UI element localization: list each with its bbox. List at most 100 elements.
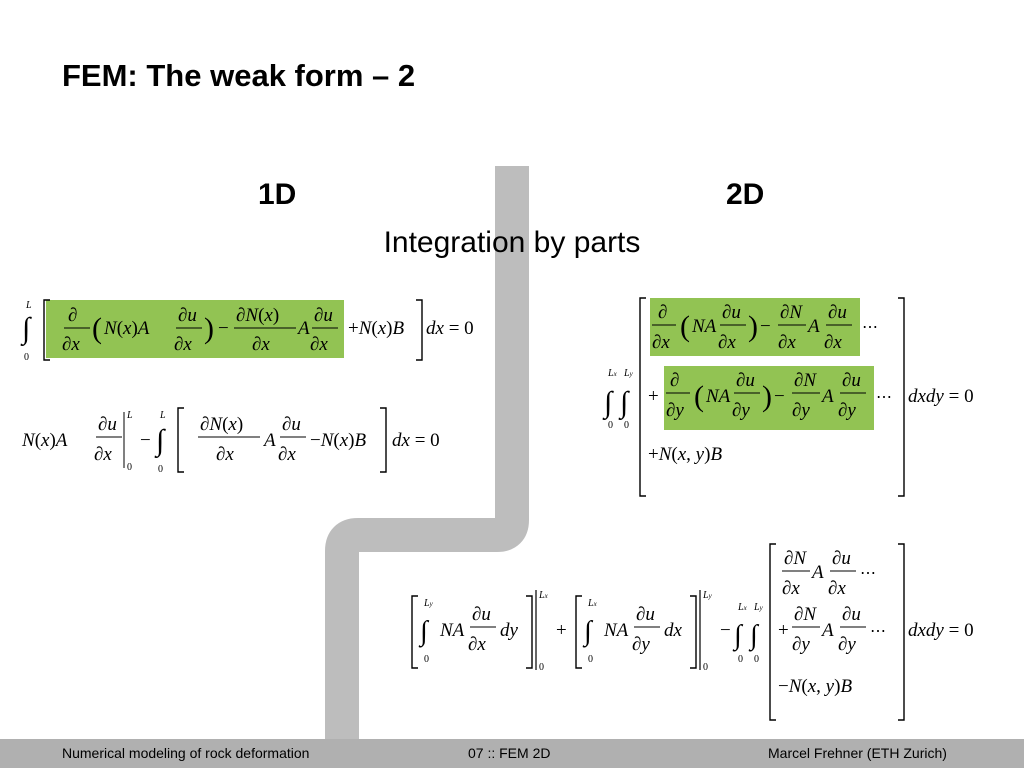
slide-title: FEM: The weak form – 2 xyxy=(62,58,416,93)
svg-text:∂N: ∂N xyxy=(794,370,817,391)
svg-text:∂y: ∂y xyxy=(838,400,856,421)
svg-text:∂x: ∂x xyxy=(278,444,296,465)
svg-text:⋯: ⋯ xyxy=(862,319,878,336)
svg-text:∂u: ∂u xyxy=(722,302,741,323)
svg-text:0: 0 xyxy=(24,352,29,363)
footer-lecture: 07 :: FEM 2D xyxy=(468,745,551,761)
svg-text:−N(x)B: −N(x)B xyxy=(310,430,367,451)
svg-text:Ly: Ly xyxy=(753,602,764,613)
svg-text:N(x)A: N(x)A xyxy=(103,318,150,339)
svg-text:∫: ∫ xyxy=(154,424,166,459)
svg-text:∂u: ∂u xyxy=(842,370,861,391)
equation-1d-integrated: N(x)A ∂u ∂x L 0 − ∫ L 0 ∂N(x) ∂x A ∂u ∂x… xyxy=(21,407,440,475)
svg-text:∂x: ∂x xyxy=(216,444,234,465)
svg-text:0: 0 xyxy=(158,464,163,475)
svg-text:): ) xyxy=(762,380,772,413)
svg-text:⋯: ⋯ xyxy=(876,389,892,406)
svg-text:N(x)A: N(x)A xyxy=(21,430,68,451)
svg-text:∂u: ∂u xyxy=(828,302,847,323)
svg-text:∫: ∫ xyxy=(618,386,630,421)
svg-text:−: − xyxy=(760,316,771,337)
footer-bar: Numerical modeling of rock deformation 0… xyxy=(0,739,1024,768)
svg-text:∂u: ∂u xyxy=(736,370,755,391)
svg-text:dx: dx xyxy=(664,620,683,641)
svg-text:−: − xyxy=(218,318,229,339)
svg-text:−: − xyxy=(140,430,151,451)
svg-text:∫: ∫ xyxy=(732,620,744,652)
svg-text:(: ( xyxy=(680,310,690,343)
svg-text:∂u: ∂u xyxy=(636,604,655,625)
svg-text:∂N(x): ∂N(x) xyxy=(200,414,243,435)
svg-text:∂y: ∂y xyxy=(632,634,650,655)
svg-text:⋯: ⋯ xyxy=(870,623,886,640)
svg-text:L: L xyxy=(159,410,166,421)
svg-text:∂x: ∂x xyxy=(94,444,112,465)
svg-text:0: 0 xyxy=(738,654,743,665)
svg-text:∂u: ∂u xyxy=(178,305,197,326)
svg-text:∂u: ∂u xyxy=(472,604,491,625)
svg-text:NA: NA xyxy=(705,386,731,407)
svg-text:∂u: ∂u xyxy=(314,305,333,326)
svg-text:∂x: ∂x xyxy=(310,334,328,355)
svg-text:A: A xyxy=(810,562,824,583)
svg-text:A: A xyxy=(820,620,834,641)
svg-text:0: 0 xyxy=(703,662,708,673)
svg-text:0: 0 xyxy=(588,654,593,665)
svg-text:∂x: ∂x xyxy=(174,334,192,355)
svg-text:NA: NA xyxy=(439,620,465,641)
svg-text:Ly: Ly xyxy=(623,368,634,379)
svg-text:NA: NA xyxy=(603,620,629,641)
svg-text:∂N: ∂N xyxy=(794,604,817,625)
equation-2d-weak-form: ∫ ∫ Lx Ly 0 0 ∂ ∂x ( NA ∂u ∂x ) − ∂N ∂x … xyxy=(602,297,974,497)
svg-text:Lx: Lx xyxy=(607,368,618,379)
subtitle: Integration by parts xyxy=(383,226,641,259)
svg-text:dy: dy xyxy=(500,620,519,641)
svg-text:+: + xyxy=(778,620,789,641)
footer-author: Marcel Frehner (ETH Zurich) xyxy=(768,745,947,761)
svg-text:∂x: ∂x xyxy=(828,578,846,599)
svg-text:A: A xyxy=(820,386,834,407)
svg-text:∂x: ∂x xyxy=(778,332,796,353)
svg-text:∂x: ∂x xyxy=(62,334,80,355)
svg-text:∫: ∫ xyxy=(582,616,594,648)
svg-text:∂u: ∂u xyxy=(842,604,861,625)
svg-text:(: ( xyxy=(694,380,704,413)
svg-text:+: + xyxy=(648,386,659,407)
svg-text:∫: ∫ xyxy=(20,312,32,347)
svg-text:A: A xyxy=(296,318,310,339)
svg-text:∫: ∫ xyxy=(748,620,760,652)
svg-text:0: 0 xyxy=(127,462,132,473)
svg-text:∂x: ∂x xyxy=(468,634,486,655)
svg-text:Ly: Ly xyxy=(423,598,434,609)
svg-text:∂: ∂ xyxy=(658,302,667,323)
footer-course: Numerical modeling of rock deformation xyxy=(62,745,310,761)
svg-text:+N(x)B: +N(x)B xyxy=(348,318,405,339)
svg-text:0: 0 xyxy=(608,420,613,431)
svg-text:∂x: ∂x xyxy=(252,334,270,355)
svg-text:∂y: ∂y xyxy=(792,634,810,655)
svg-text:∂: ∂ xyxy=(670,370,679,391)
svg-text:∂x: ∂x xyxy=(824,332,842,353)
svg-text:0: 0 xyxy=(624,420,629,431)
svg-text:0: 0 xyxy=(424,654,429,665)
svg-text:dxdy = 0: dxdy = 0 xyxy=(908,386,974,407)
svg-text:): ) xyxy=(748,310,758,343)
svg-text:Lx: Lx xyxy=(737,602,748,613)
equation-2d-integrated: ∫ Ly 0 NA ∂u ∂x dy Lx 0 + ∫ Lx 0 NA ∂u ∂… xyxy=(411,543,974,721)
svg-text:A: A xyxy=(262,430,276,451)
svg-text:∂u: ∂u xyxy=(832,548,851,569)
svg-text:): ) xyxy=(204,312,214,345)
svg-text:∂u: ∂u xyxy=(98,414,117,435)
svg-text:∂u: ∂u xyxy=(282,414,301,435)
svg-text:∂N(x): ∂N(x) xyxy=(236,305,279,326)
svg-text:∂y: ∂y xyxy=(666,400,684,421)
svg-text:∂x: ∂x xyxy=(782,578,800,599)
svg-text:(: ( xyxy=(92,312,102,345)
svg-text:−: − xyxy=(720,620,731,641)
svg-text:Ly: Ly xyxy=(702,590,713,601)
svg-text:∂N: ∂N xyxy=(784,548,807,569)
svg-text:∫: ∫ xyxy=(602,386,614,421)
svg-text:∂x: ∂x xyxy=(652,332,670,353)
svg-text:∂y: ∂y xyxy=(732,400,750,421)
svg-text:Lx: Lx xyxy=(538,590,549,601)
